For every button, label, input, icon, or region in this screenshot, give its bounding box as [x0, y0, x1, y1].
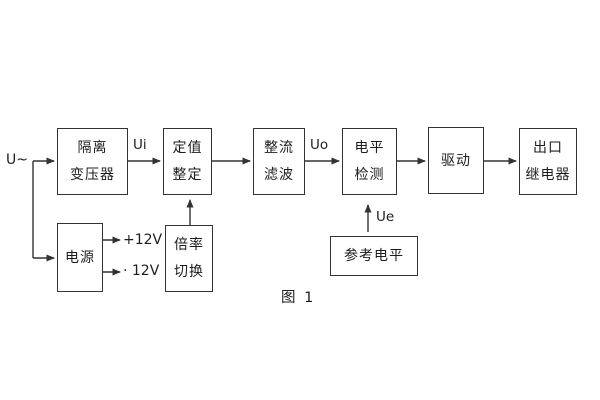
- block-ratio-switch: 倍率 切换: [165, 225, 213, 292]
- block-label: 整流: [264, 140, 294, 156]
- block-drive: 驱动: [428, 127, 484, 194]
- block-label: 变压器: [70, 167, 115, 183]
- block-power-supply: 电源: [57, 223, 103, 292]
- block-label: 驱动: [441, 152, 471, 169]
- block-rectifier-filter: 整流 滤波: [253, 128, 305, 195]
- block-label: 电平: [354, 140, 385, 156]
- signal-label-ue: Ue: [376, 209, 395, 225]
- signal-label-plus-12v: +12V: [123, 232, 163, 248]
- block-label: 切换: [174, 264, 204, 280]
- block-label: 定值: [172, 140, 203, 156]
- block-label: 滤波: [264, 167, 294, 183]
- block-label: 整定: [172, 167, 203, 183]
- signal-label-minus-12v: · 12V: [123, 263, 160, 279]
- block-value-setting: 定值 整定: [163, 128, 212, 195]
- block-label: 参考电平: [344, 248, 404, 264]
- block-label: 隔离: [77, 140, 108, 156]
- block-label: 检测: [354, 167, 385, 183]
- block-label: 出口: [533, 140, 563, 156]
- block-label: 倍率: [174, 237, 204, 253]
- signal-label-input-voltage: U~: [6, 152, 28, 168]
- block-level-detection: 电平 检测: [342, 128, 397, 195]
- figure-caption: 图 1: [281, 290, 316, 306]
- block-isolation-transformer: 隔离 变压器: [57, 128, 128, 195]
- block-label: 继电器: [525, 167, 571, 183]
- block-label: 电源: [65, 249, 95, 266]
- block-reference-level: 参考电平: [330, 236, 418, 276]
- signal-label-ui: Ui: [133, 137, 147, 153]
- block-output-relay: 出口 继电器: [519, 128, 577, 195]
- signal-label-uo: Uo: [310, 137, 329, 153]
